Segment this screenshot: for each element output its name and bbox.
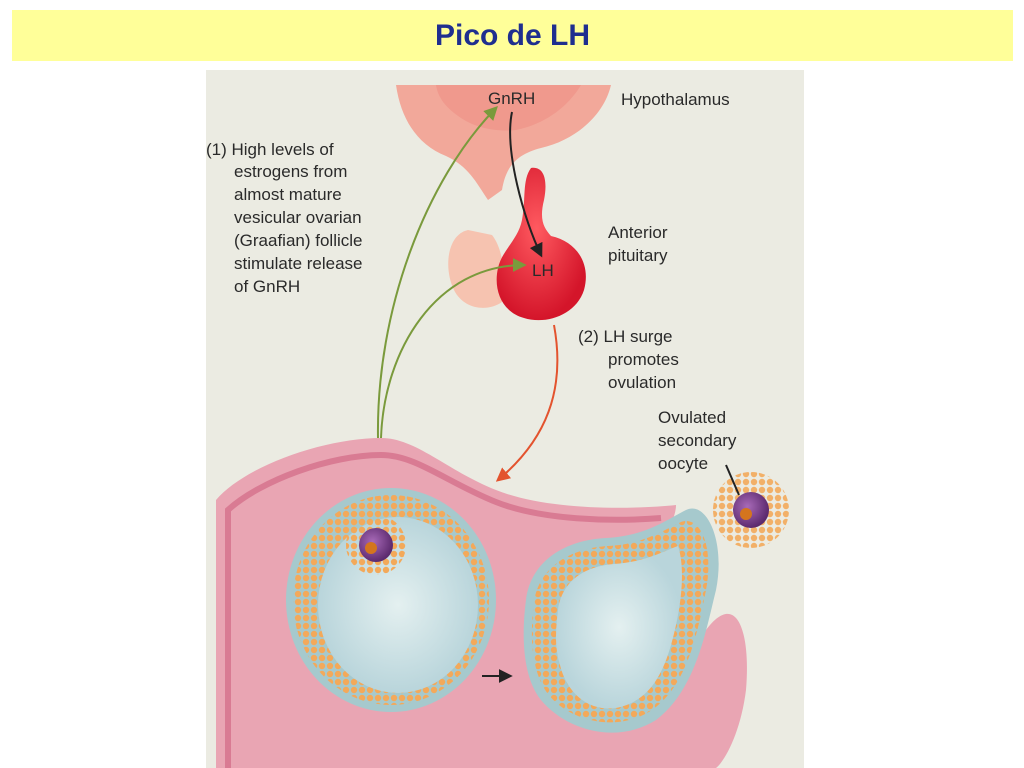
ovulated-oocyte — [713, 472, 789, 548]
mature-follicle — [286, 488, 496, 712]
estrogen-to-pituitary-arrow — [380, 258, 527, 439]
estrogen-to-hypothalamus-arrow — [376, 105, 498, 439]
slide-title: Pico de LH — [434, 18, 591, 52]
diagram-canvas: GnRH Hypothalamus LH Anterior pituitary … — [206, 85, 789, 768]
gnrh-label: GnRH — [488, 89, 535, 108]
step2-label: (2) LH surge promotes ovulation — [578, 327, 684, 392]
hypothalamus-label: Hypothalamus — [621, 90, 730, 109]
anterior-pituitary-label: Anterior pituitary — [608, 223, 672, 265]
lh-label: LH — [532, 261, 554, 280]
hypothalamus-shape — [396, 85, 611, 200]
gnrh-to-pituitary-arrow — [509, 111, 543, 258]
oocyte-pointer-line — [725, 464, 740, 496]
ruptured-follicle — [523, 508, 719, 733]
step1-label: (1) High levels of estrogens from almost… — [206, 140, 367, 296]
slide-title-bar: Pico de LH — [12, 10, 1013, 61]
lh-to-ovary-arrow — [495, 324, 559, 482]
ovulated-oocyte-label: Ovulated secondary oocyte — [658, 408, 741, 473]
pituitary-shape — [448, 167, 586, 321]
lh-surge-diagram: GnRH Hypothalamus LH Anterior pituitary … — [206, 70, 804, 768]
